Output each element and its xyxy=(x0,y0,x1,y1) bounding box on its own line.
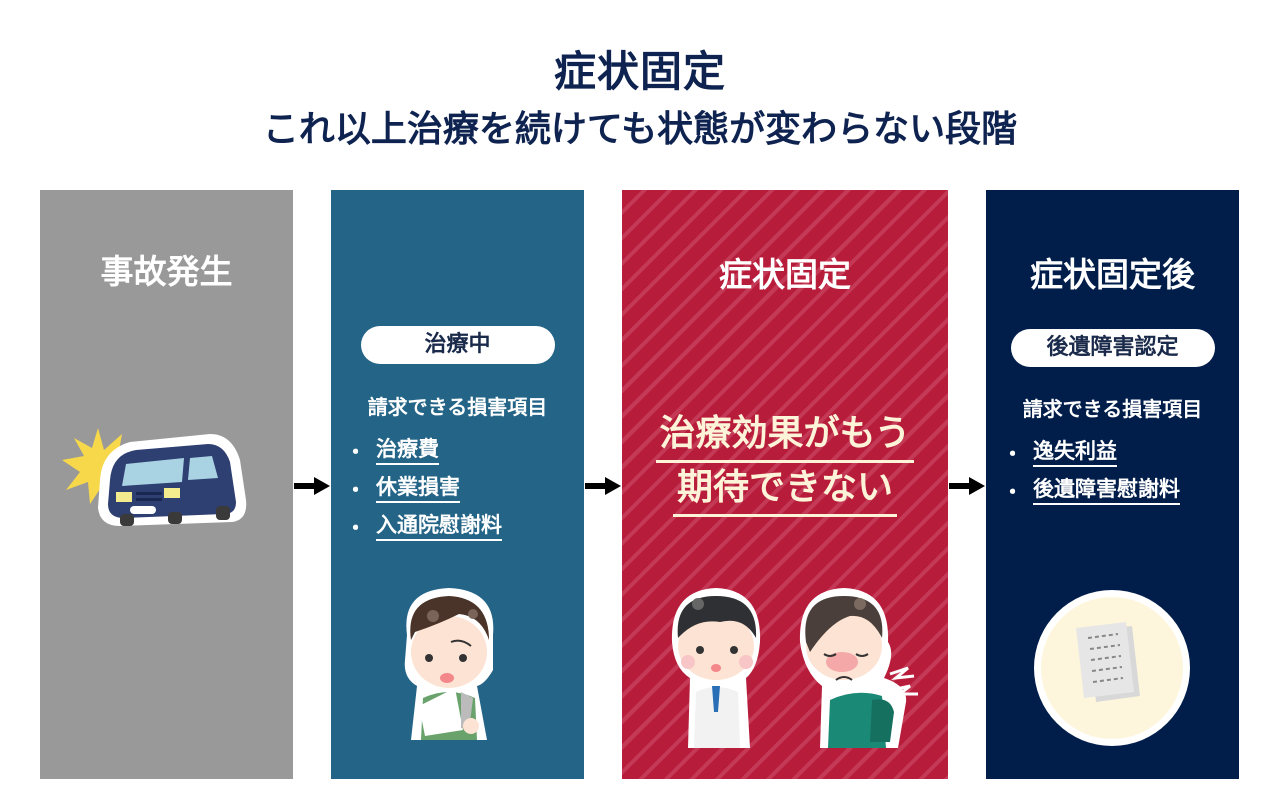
stage-symptom-fixed-panel: 症状固定 治療効果がもう 期待できない xyxy=(622,190,948,779)
stage-title: 事故発生 xyxy=(100,252,233,291)
damage-item: ・逸失利益 xyxy=(1002,438,1117,467)
arrow-right-icon xyxy=(294,477,330,495)
damage-item-link[interactable]: 後遺障害慰謝料 xyxy=(1033,476,1180,505)
doctor-and-patient-icon xyxy=(671,588,918,748)
stage-title: 症状固定 xyxy=(719,255,851,294)
damage-item: ・入通院慰謝料 xyxy=(345,512,502,541)
message-line-2: 期待できない xyxy=(622,464,948,517)
stage-accident-panel: 事故発生 xyxy=(40,190,293,779)
arrow-right-icon xyxy=(949,477,985,495)
damage-items-list: ・治療費 ・休業損害 ・入通院慰謝料 xyxy=(345,436,502,550)
claimable-damages-heading: 請求できる損害項目 xyxy=(1022,397,1203,421)
page-title: 症状固定 xyxy=(553,47,726,96)
documents-icon xyxy=(1034,590,1190,746)
stage-title: 症状固定後 xyxy=(1030,255,1195,294)
page-subtitle: これ以上治療を続けても状態が変わらない段階 xyxy=(262,109,1018,150)
arrow-right-icon xyxy=(585,477,621,495)
damage-item: ・後遺障害慰謝料 xyxy=(1002,476,1180,505)
damage-item-link[interactable]: 逸失利益 xyxy=(1033,438,1117,467)
stage-badge: 後遺障害認定 xyxy=(1010,329,1215,367)
injured-patient-icon xyxy=(404,588,494,740)
damage-item: ・治療費 xyxy=(345,436,439,465)
car-crash-icon xyxy=(62,428,247,526)
stage-after-fixed-panel: 症状固定後 後遺障害認定 請求できる損害項目 ・逸失利益 ・後遺障害慰謝料 xyxy=(986,190,1239,779)
damage-items-list: ・逸失利益 ・後遺障害慰謝料 xyxy=(1002,438,1180,514)
damage-item: ・休業損害 xyxy=(345,474,460,503)
damage-item-link[interactable]: 入通院慰謝料 xyxy=(376,512,502,541)
stage-badge: 治療中 xyxy=(360,326,555,364)
damage-item-link[interactable]: 治療費 xyxy=(376,436,439,465)
claimable-damages-heading: 請求できる損害項目 xyxy=(367,395,548,419)
message-line-1: 治療効果がもう xyxy=(622,410,948,463)
stage-treatment-panel: 治療中 請求できる損害項目 ・治療費 ・休業損害 ・入通院慰謝料 xyxy=(331,190,584,779)
damage-item-link[interactable]: 休業損害 xyxy=(376,474,460,503)
